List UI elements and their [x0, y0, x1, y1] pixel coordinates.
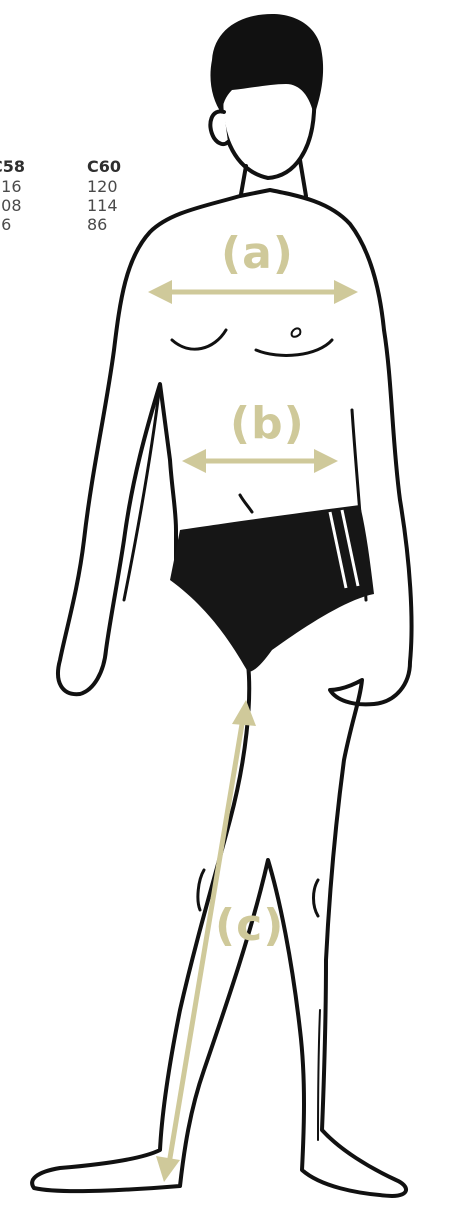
size-column-c60: C60 120 114 86 [87, 157, 121, 234]
size-value: 86 [87, 215, 121, 234]
size-table: C58 116 108 76 C60 120 114 86 [0, 157, 140, 257]
left-knee-line [198, 870, 204, 910]
size-value: 116 [0, 177, 25, 196]
torso-outline [32, 190, 411, 1196]
size-header: C60 [87, 157, 121, 177]
size-value: 120 [87, 177, 121, 196]
nipple-mark [292, 328, 301, 336]
size-column-c58: C58 116 108 76 [0, 157, 25, 234]
measure-label-c: (c) [215, 900, 284, 951]
size-value: 114 [87, 196, 121, 215]
size-value: 76 [0, 215, 25, 234]
size-value: 108 [0, 196, 25, 215]
size-header: C58 [0, 157, 25, 177]
measure-label-b: (b) [230, 398, 305, 449]
measure-label-a: (a) [221, 228, 294, 279]
